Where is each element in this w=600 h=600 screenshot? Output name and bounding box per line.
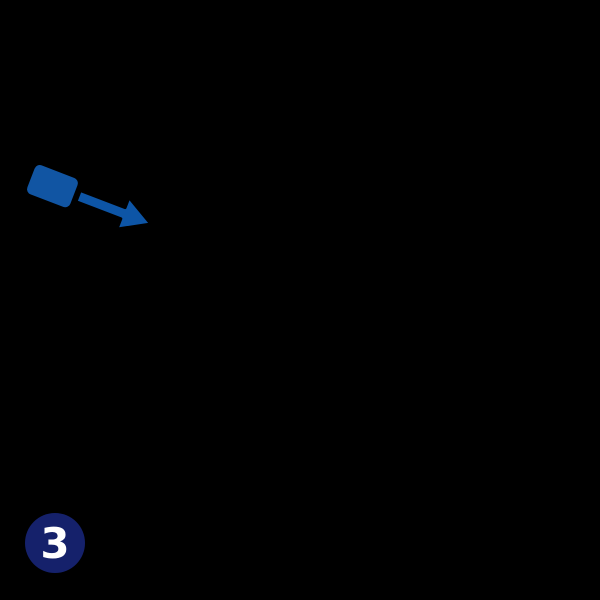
- step-badge: [25, 513, 85, 573]
- card-shape: [25, 163, 80, 209]
- card-arrow-group: [24, 162, 153, 231]
- arrow-icon: [75, 190, 151, 230]
- step-number: 3: [40, 519, 69, 568]
- arrow-outline: [74, 188, 153, 231]
- card-outline: [24, 162, 81, 211]
